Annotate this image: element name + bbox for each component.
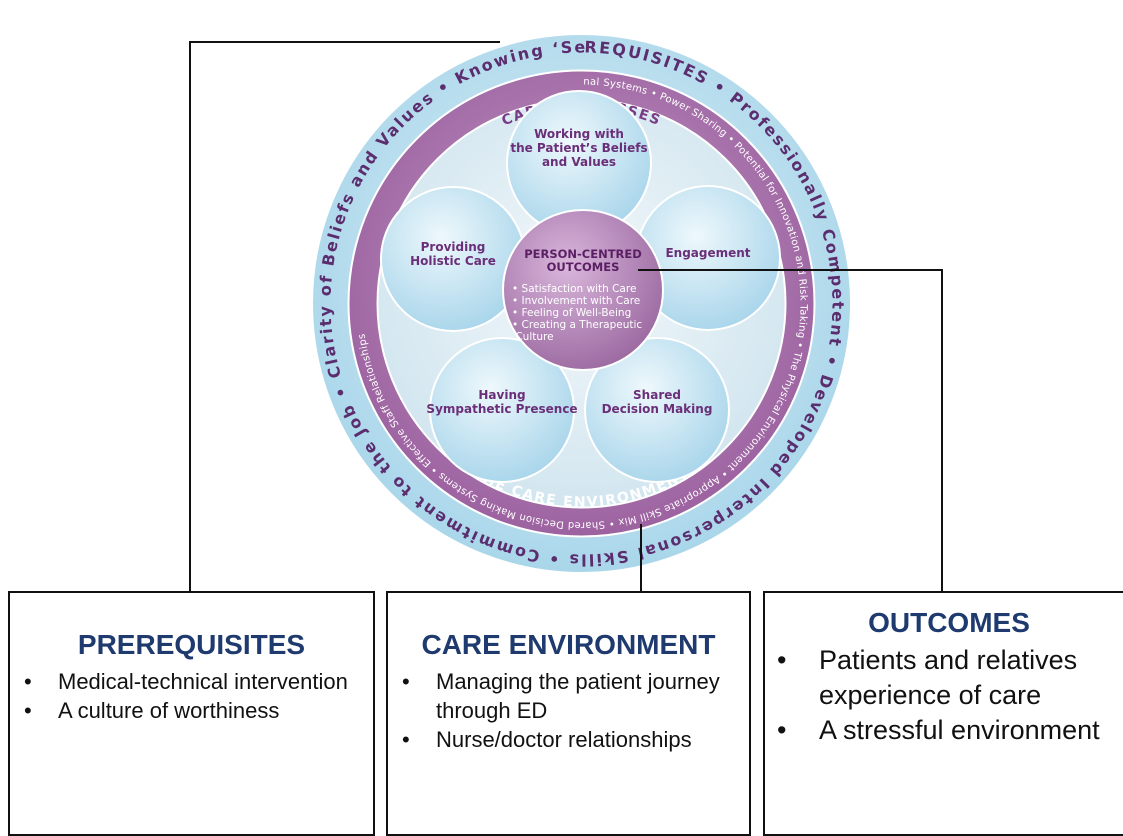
list-item: • A stressful environment [765,713,1123,748]
bullet-icon: • [24,669,32,694]
connector-prerequisites [189,41,500,591]
list-item: • A culture of worthiness [10,696,373,725]
outcomes-box: OUTCOMES • Patients and relatives experie… [763,591,1123,836]
care-environment-title: CARE ENVIRONMENT [421,629,716,660]
care-environment-box: CARE ENVIRONMENT • Managing the patient j… [386,591,751,836]
prerequisites-title: PREREQUISITES [77,629,306,660]
bullet-icon: • [402,727,410,752]
bullet-icon: • [24,698,32,723]
list-item: • Medical-technical intervention [10,667,373,696]
center-items: • Satisfaction with Care• Involvement wi… [512,283,642,343]
list-item-text: A stressful environment [819,715,1100,745]
person-centred-outcomes-disc [502,209,664,371]
list-item-text: A culture of worthiness [58,698,280,723]
bullet-icon: • [777,645,787,675]
outcomes-list: • Patients and relatives experience of ca… [765,643,1123,748]
list-item: • Managing the patient journey through ED [388,667,749,725]
bullet-icon: • [777,715,787,745]
list-item: • Nurse/doctor relationships [388,725,749,754]
connector-outcomes [638,269,943,591]
list-item: • Patients and relatives experience of ca… [765,643,1123,713]
bullet-icon: • [402,669,410,694]
list-item-text: Nurse/doctor relationships [436,727,692,752]
petal-bottom-left [429,337,575,483]
prerequisites-list: • Medical-technical intervention • A cultu… [10,667,373,725]
petal-label-right: Engagement [665,246,750,260]
list-item-text: Patients and relatives experience of car… [819,645,1078,710]
petal-bottom-right [584,337,730,483]
list-item-text: Medical-technical intervention [58,669,348,694]
outcomes-title: OUTCOMES [868,607,1030,638]
care-environment-list: • Managing the patient journey through ED… [388,667,749,754]
prerequisites-box: PREREQUISITES • Medical-technical interve… [8,591,375,836]
list-item-text: Managing the patient journey through ED [436,669,720,723]
